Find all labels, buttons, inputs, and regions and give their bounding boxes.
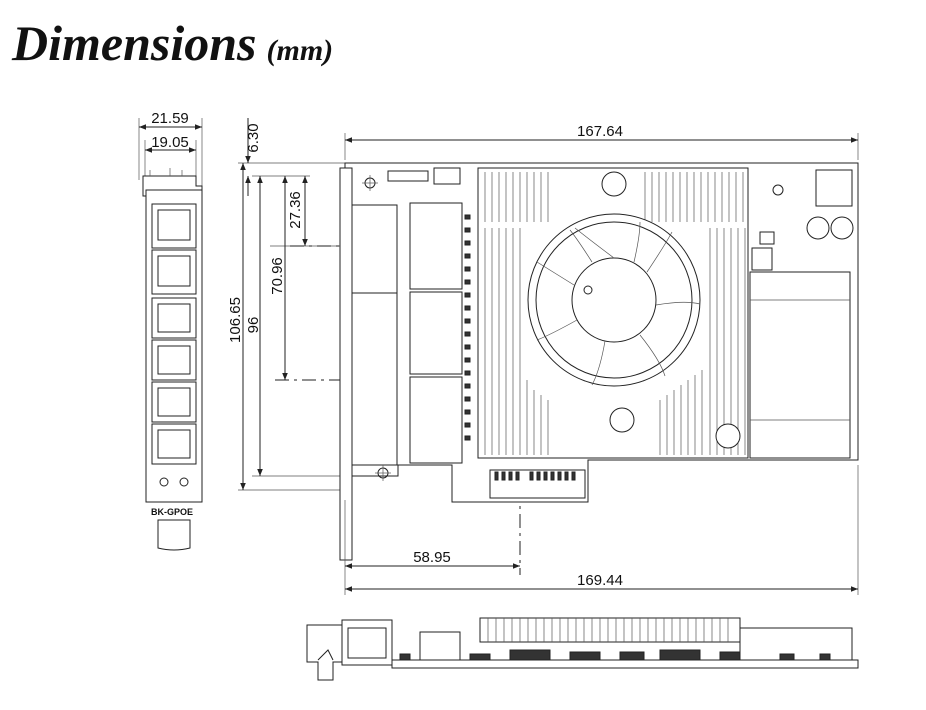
- dim-27-36: 27.36: [287, 191, 304, 229]
- title-unit: (mm): [266, 34, 334, 67]
- edge-pads: [464, 214, 471, 441]
- dim-70-96: 70.96: [269, 257, 286, 295]
- dim-58-95: 58.95: [413, 549, 451, 566]
- fan-hub: [571, 257, 657, 343]
- page-title: Dimensions (mm): [12, 14, 333, 72]
- dim-19-05: 19.05: [151, 134, 189, 151]
- top-view: 6.30 106.65 96 70.96 27.36 167.64: [227, 118, 859, 595]
- fan-blades: [536, 221, 701, 386]
- bracket-view: 21.59 19.05 BK-GPOE: [138, 110, 203, 551]
- dim-169-44: 169.44: [577, 572, 623, 589]
- side-heatsink: [479, 617, 741, 643]
- side-view: [306, 617, 859, 681]
- title-main: Dimensions: [12, 15, 257, 71]
- side-bracket: [306, 624, 343, 681]
- side-pcb: [391, 659, 859, 669]
- dim-167-64: 167.64: [577, 123, 623, 140]
- dim-96: 96: [245, 317, 262, 334]
- bracket-ports: [151, 203, 197, 465]
- dim-6-30: 6.30: [245, 123, 262, 152]
- pcie-fingers: [494, 471, 576, 481]
- dim-106-65: 106.65: [227, 297, 244, 343]
- heatsink-fins: [484, 172, 746, 455]
- dim-21-59: 21.59: [151, 110, 189, 127]
- bracket-label: BK-GPOE: [151, 507, 193, 517]
